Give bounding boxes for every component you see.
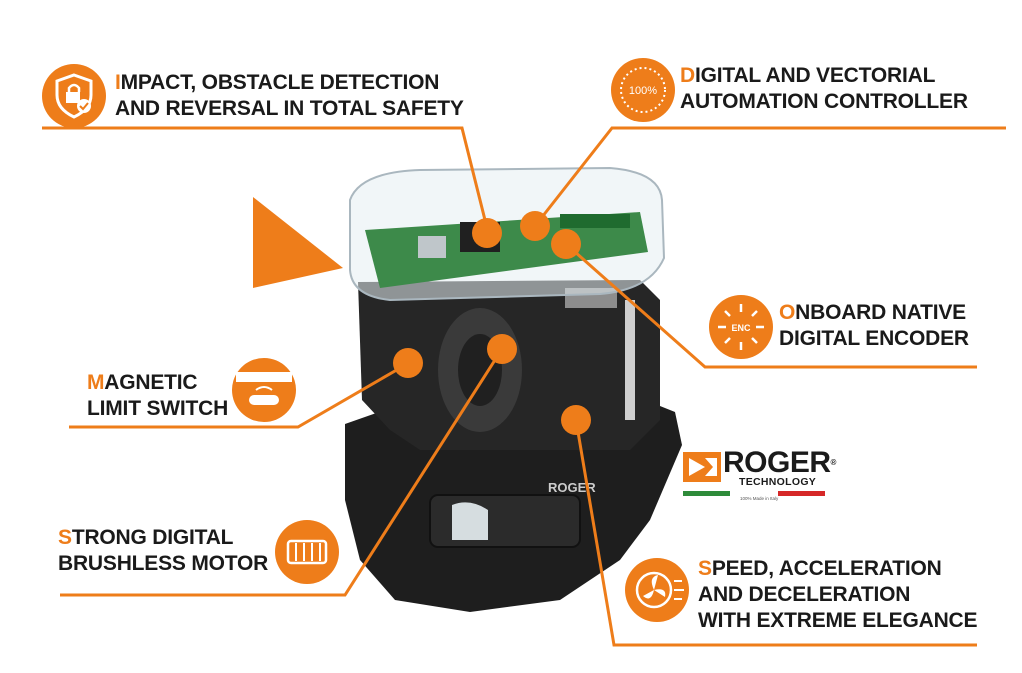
marker-speed xyxy=(561,405,591,435)
gauge-100-icon: 100% xyxy=(611,58,675,122)
marker-motor xyxy=(487,334,517,364)
connector-magnetic xyxy=(69,362,408,429)
logo-tagline: 100% Made in Italy xyxy=(740,496,779,501)
control-board xyxy=(365,212,648,288)
feature-magnetic-lead: M xyxy=(87,371,105,394)
svg-text:100%: 100% xyxy=(629,85,657,97)
connector-motor xyxy=(60,348,504,597)
logo-subtitle: TECHNOLOGY xyxy=(739,476,817,488)
roger-logo-mark xyxy=(683,452,721,482)
marker-magnetic xyxy=(393,348,423,378)
feature-encoder-line2: DIGITAL ENCODER xyxy=(779,327,969,350)
feature-magnetic: MAGNETIC LIMIT SWITCH xyxy=(87,370,228,422)
base-window-tab xyxy=(452,502,488,540)
brushless-motor-icon xyxy=(275,520,339,584)
feature-digital-line1: IGITAL AND VECTORIAL xyxy=(694,64,936,87)
connector-digital xyxy=(533,126,1006,227)
roger-technology-logo: ROGER® TECHNOLOGY 100% Made in Italy xyxy=(683,448,836,501)
italian-flag-stripe xyxy=(683,491,825,496)
feature-speed-line3: WITH EXTREME ELEGANCE xyxy=(698,609,978,632)
feature-digital: DIGITAL AND VECTORIAL AUTOMATION CONTROL… xyxy=(680,63,968,115)
connector-speed xyxy=(574,419,977,647)
feature-speed-lead: S xyxy=(698,557,712,580)
marker-impact xyxy=(472,218,502,248)
feature-impact-line1: MPACT, OBSTACLE DETECTION xyxy=(120,71,440,94)
feature-digital-lead: D xyxy=(680,64,695,87)
board-terminal-strip xyxy=(560,214,630,228)
shield-lock-check-icon xyxy=(42,64,106,128)
feature-encoder-line1: NBOARD NATIVE xyxy=(795,301,966,324)
feature-motor: STRONG DIGITAL BRUSHLESS MOTOR xyxy=(58,525,268,577)
feature-encoder-lead: O xyxy=(779,301,796,324)
feature-speed-line1: PEED, ACCELERATION xyxy=(711,557,942,580)
encoder-icon: ENC xyxy=(709,295,773,359)
marker-encoder xyxy=(551,229,581,259)
feature-impact-line2: AND REVERSAL IN TOTAL SAFETY xyxy=(115,97,464,120)
connector-impact xyxy=(42,126,490,233)
product-label: ROGER xyxy=(548,480,596,495)
feature-impact: IMPACT, OBSTACLE DETECTION AND REVERSAL … xyxy=(115,70,464,122)
feature-encoder: ONBOARD NATIVE DIGITAL ENCODER xyxy=(779,300,969,352)
feature-motor-line1: TRONG DIGITAL xyxy=(71,526,234,549)
decorative-triangle xyxy=(253,197,343,288)
feature-speed: SPEED, ACCELERATION AND DECELERATION WIT… xyxy=(698,556,978,634)
logo-brand: ROGER® xyxy=(723,446,836,479)
connector-encoder xyxy=(565,242,977,369)
feature-motor-lead: S xyxy=(58,526,72,549)
fan-speed-icon xyxy=(625,558,689,622)
magnetic-limit-switch-icon xyxy=(232,358,296,422)
feature-magnetic-line2: LIMIT SWITCH xyxy=(87,397,229,420)
svg-text:ENC: ENC xyxy=(731,323,751,333)
marker-digital xyxy=(520,211,550,241)
feature-digital-line2: AUTOMATION CONTROLLER xyxy=(680,90,968,113)
feature-magnetic-line1: AGNETIC xyxy=(104,371,198,394)
feature-speed-line2: AND DECELERATION xyxy=(698,583,911,606)
motor-shaft xyxy=(625,300,635,420)
feature-impact-lead: I xyxy=(115,71,121,94)
board-chip xyxy=(418,236,446,258)
feature-motor-line2: BRUSHLESS MOTOR xyxy=(58,552,269,575)
